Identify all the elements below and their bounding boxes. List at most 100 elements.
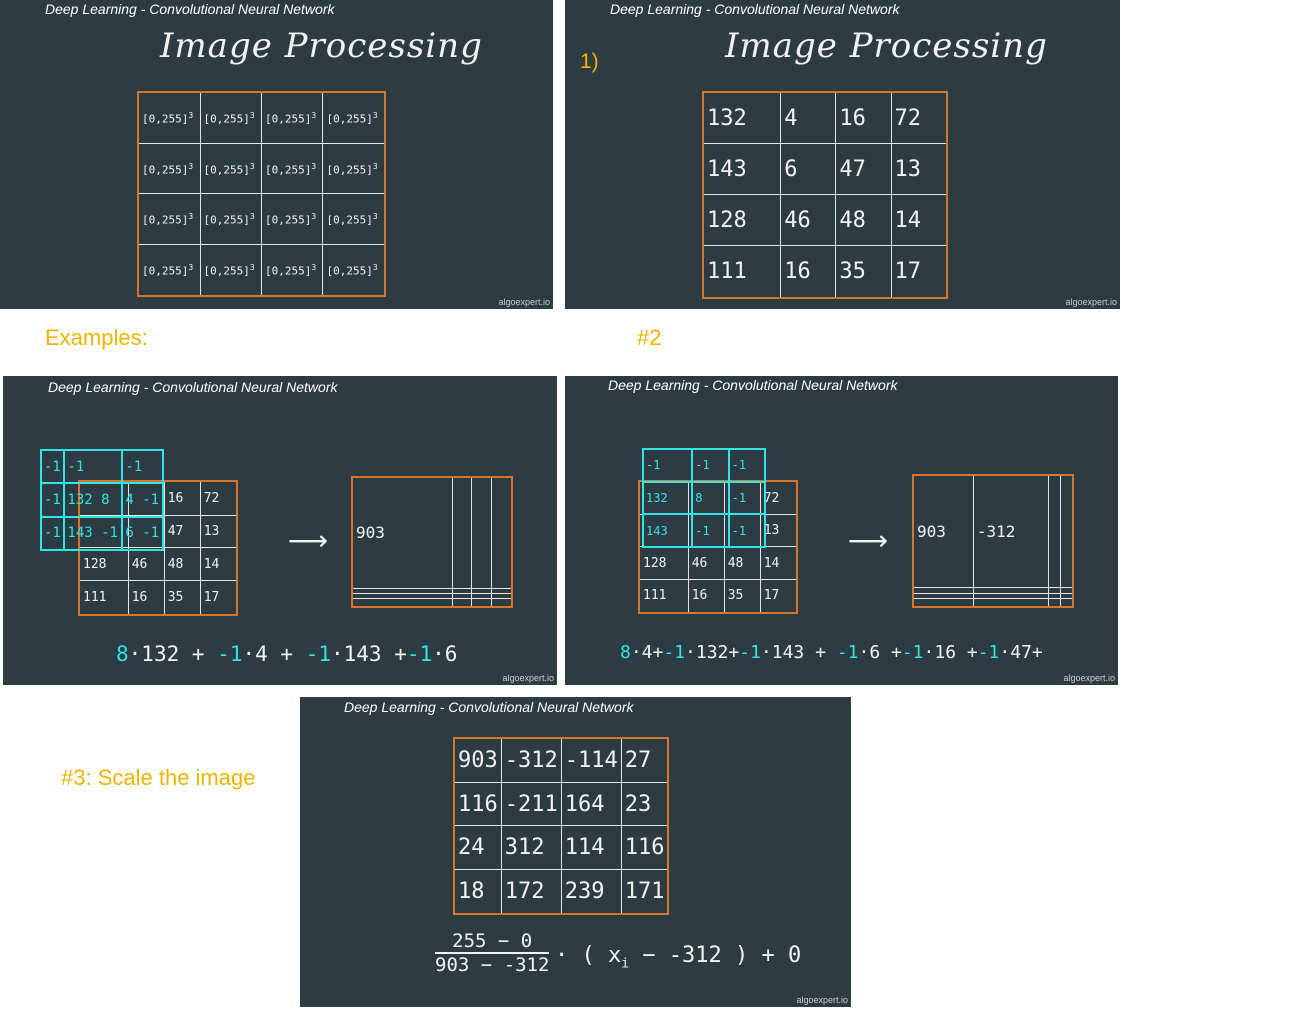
feature-cell: 171 (620, 869, 669, 915)
kernel-cell: 6 -1 (121, 515, 164, 552)
kernel-cell: 8 (691, 480, 730, 516)
step-one-label: 1) (580, 50, 599, 73)
kernel-cell: -1 (727, 448, 767, 483)
range-cell: [0,255]3 (260, 243, 324, 297)
pixel-cell: 14 (890, 194, 948, 247)
range-cell: [0,255]3 (199, 193, 262, 245)
kernel-cell: -1 (727, 513, 767, 548)
slide-image-processing-ranges: Deep Learning - Convolutional Neural Net… (0, 0, 553, 309)
kernel-cell: -1 (691, 448, 730, 483)
slide-convolution-step-two: Deep Learning - Convolutional Neural Net… (565, 376, 1118, 685)
range-cell: [0,255]3 (260, 143, 324, 195)
feature-cell: 164 (560, 781, 622, 827)
output-cell: 903 (912, 474, 974, 589)
slide-header: Deep Learning - Convolutional Neural Net… (610, 1, 900, 17)
pixel-cell: 16 (780, 245, 837, 299)
range-cell: [0,255]3 (322, 243, 386, 297)
kernel-cell: -1 (39, 448, 66, 485)
pixel-cell: 46 (780, 194, 837, 247)
watermark: algoexpert.io (796, 995, 848, 1005)
pixel-cell: 13 (199, 514, 238, 549)
pixel-range-grid: [0,255]3[0,255]3[0,255]3[0,255]3[0,255]3… (137, 91, 386, 297)
pixel-cell: 35 (163, 580, 201, 616)
watermark: algoexpert.io (502, 673, 554, 683)
kernel-cell: -1 (641, 448, 694, 483)
feature-cell: 239 (560, 869, 622, 915)
pixel-cell: 14 (199, 547, 238, 582)
pixel-cell: 48 (163, 547, 201, 582)
output-cell: -312 (972, 474, 1050, 589)
pixel-cell: 72 (199, 480, 238, 516)
fraction-denominator: 903 − -312 (435, 954, 550, 976)
slide-header: Deep Learning - Convolutional Neural Net… (344, 699, 634, 715)
range-cell: [0,255]3 (260, 91, 324, 145)
feature-cell: 24 (453, 825, 502, 871)
kernel-cell: -1 (121, 448, 164, 485)
feature-cell: 114 (560, 825, 622, 871)
range-cell: [0,255]3 (322, 143, 386, 195)
pixel-cell: 17 (890, 245, 948, 299)
kernel-cell: 143 (641, 513, 694, 548)
pixel-cell: 35 (723, 578, 761, 614)
range-cell: [0,255]3 (137, 243, 201, 297)
pixel-cell: 111 (638, 578, 689, 614)
slide-header: Deep Learning - Convolutional Neural Net… (608, 377, 898, 393)
pixel-cell: 111 (78, 580, 129, 616)
pixel-cell: 16 (687, 578, 725, 614)
feature-cell: 903 (453, 737, 502, 783)
range-cell: [0,255]3 (137, 193, 201, 245)
range-cell: [0,255]3 (199, 91, 262, 145)
output-feature-map: 903 (351, 476, 513, 608)
pixel-cell: 128 (78, 547, 129, 582)
range-cell: [0,255]3 (137, 143, 201, 195)
range-cell: [0,255]3 (137, 91, 201, 145)
convolution-formula: 8·132 + -1·4 + -1·143 +-1·6 (116, 642, 458, 666)
pixel-cell: 72 (890, 91, 948, 145)
pixel-cell: 48 (723, 546, 761, 580)
kernel-cell: -1 (691, 513, 730, 548)
feature-cell: 18 (453, 869, 502, 915)
feature-cell: 27 (620, 737, 669, 783)
convolution-formula: 8·4+-1·132+-1·143 + -1·6 +-1·16 +-1·47+ (620, 642, 1043, 663)
pixel-cell: 111 (702, 245, 782, 299)
pixel-cell: 13 (890, 143, 948, 196)
arrow-icon: ⟶ (288, 524, 329, 557)
examples-label: Examples: (45, 325, 148, 350)
feature-cell: 116 (620, 825, 669, 871)
range-cell: [0,255]3 (322, 91, 386, 145)
pixel-cell: 17 (759, 578, 798, 614)
hand-title: Image Processing (725, 26, 1048, 66)
pixel-cell: 132 (702, 91, 782, 145)
slide-convolution-step-one: Deep Learning - Convolutional Neural Net… (3, 376, 557, 685)
arrow-icon: ⟶ (848, 524, 889, 557)
feature-cell: -211 (500, 781, 562, 827)
pixel-cell: 46 (127, 547, 165, 582)
pixel-cell: 128 (638, 546, 689, 580)
kernel-cell: -1 (63, 448, 124, 485)
slide-scale-image: Deep Learning - Convolutional Neural Net… (300, 697, 851, 1007)
range-cell: [0,255]3 (199, 143, 262, 195)
pixel-cell: 143 (702, 143, 782, 196)
watermark: algoexpert.io (1063, 673, 1115, 683)
pixel-cell: 6 (780, 143, 837, 196)
feature-cell: -114 (560, 737, 622, 783)
pixel-cell: 47 (835, 143, 892, 196)
pixel-cell: 16 (127, 580, 165, 616)
step-two-label: #2 (637, 325, 662, 350)
pixel-cell: 128 (702, 194, 782, 247)
feature-cell: 312 (500, 825, 562, 871)
feature-cell: 172 (500, 869, 562, 915)
slide-header: Deep Learning - Convolutional Neural Net… (48, 379, 338, 395)
pixel-cell: 16 (835, 91, 892, 145)
pixel-cell: 4 (780, 91, 837, 145)
pixel-cell: 47 (163, 514, 201, 549)
pixel-cell: 16 (163, 480, 201, 516)
feature-cell: 116 (453, 781, 502, 827)
range-cell: [0,255]3 (199, 243, 262, 297)
step-three-label: #3: Scale the image (61, 765, 256, 790)
kernel-cell: -1 (39, 515, 66, 552)
